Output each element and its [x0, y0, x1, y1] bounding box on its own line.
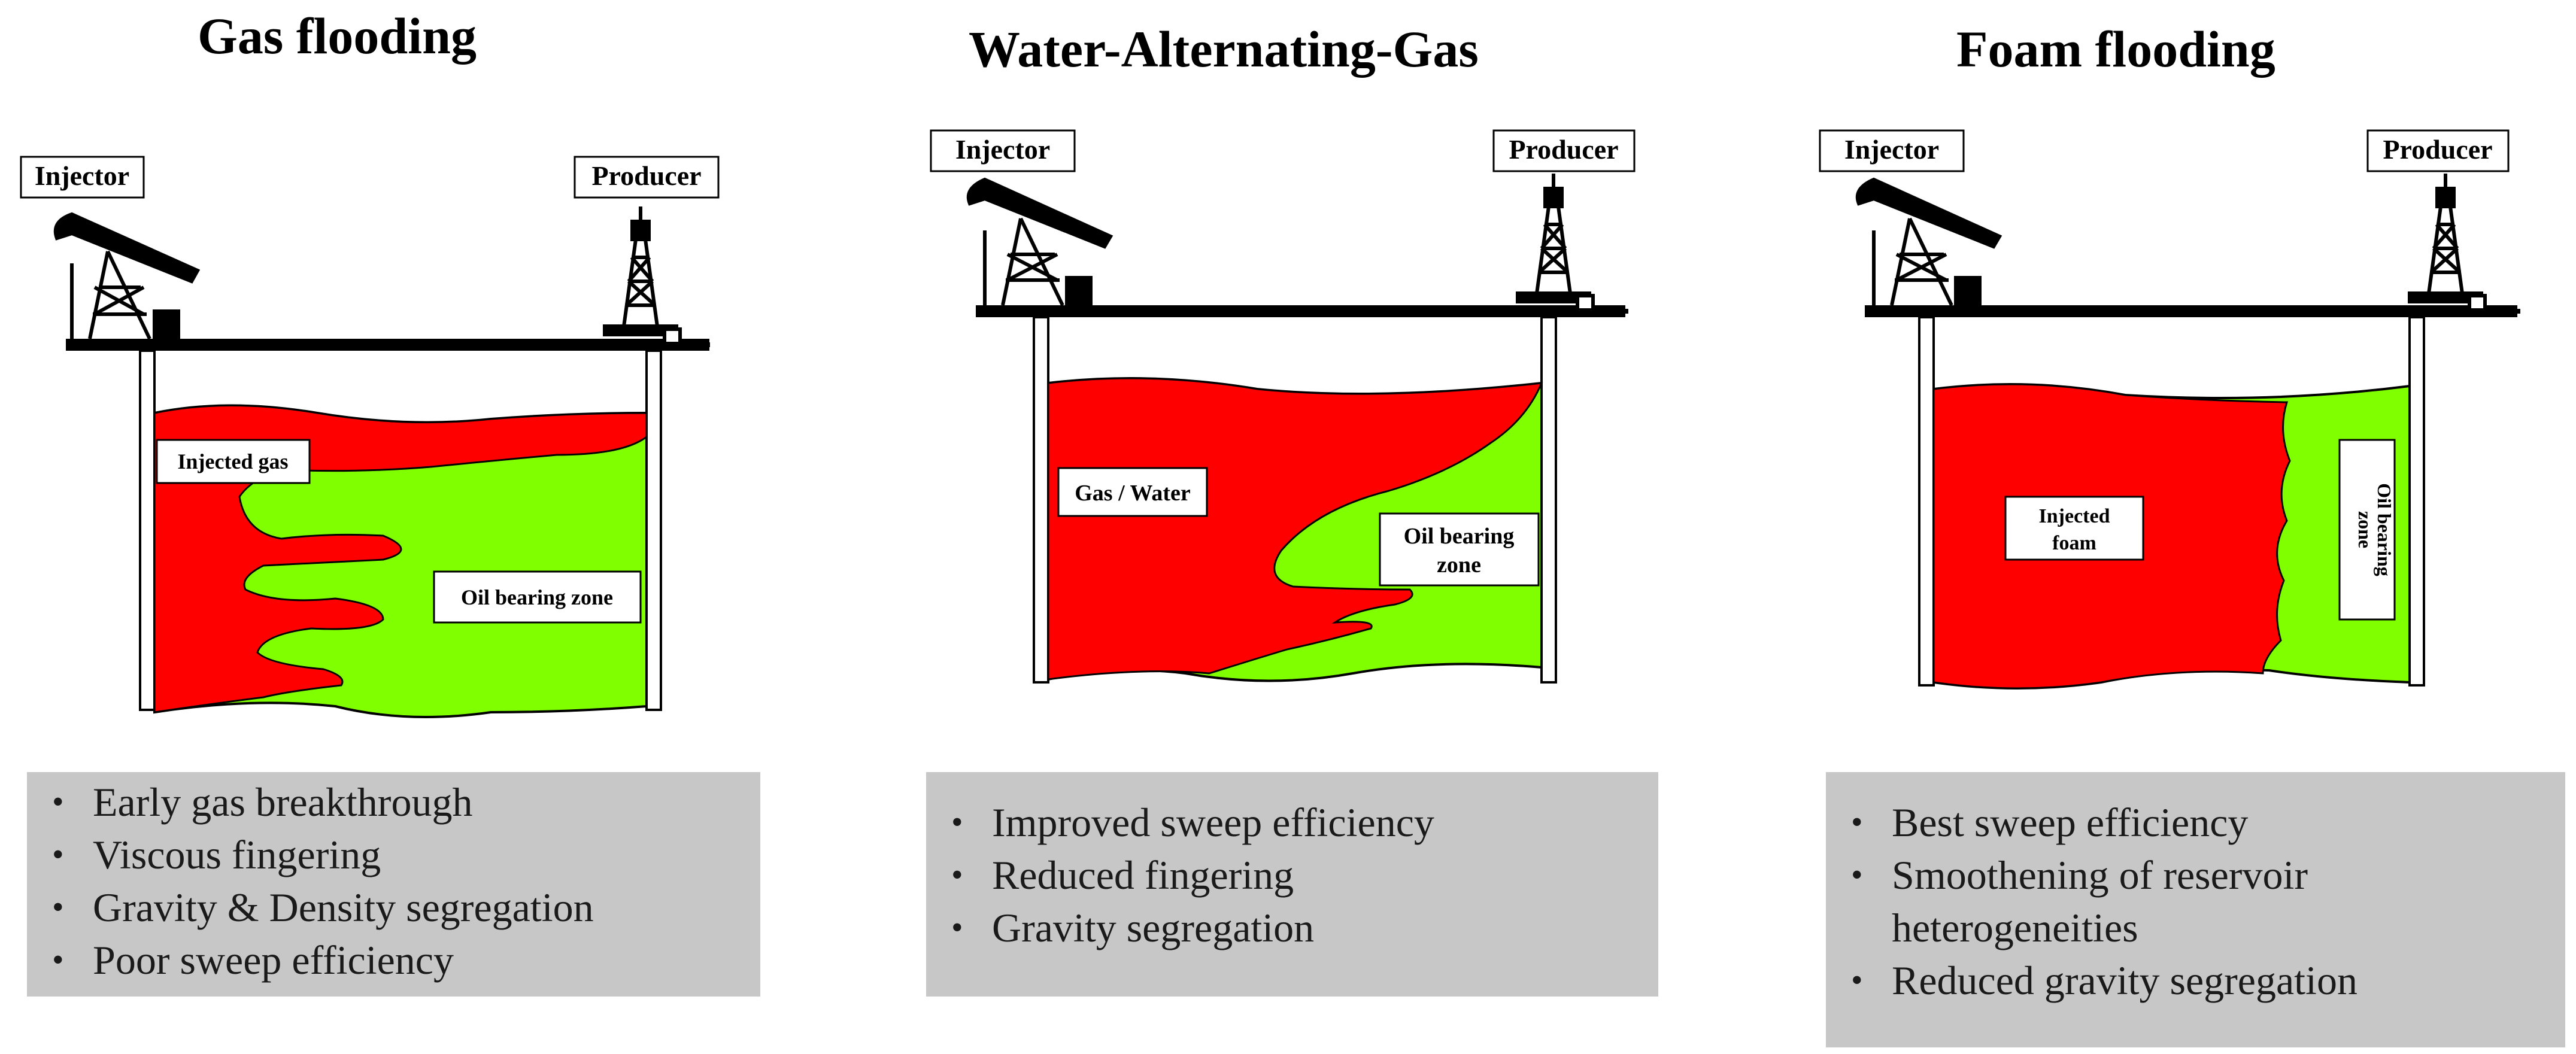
zone-label-foam: Injected foam — [2004, 496, 2144, 561]
producer-wellbore — [2408, 316, 2425, 687]
svg-text:Oil bearing zone: Oil bearing zone — [461, 585, 613, 609]
injector-label: Injector — [35, 160, 129, 191]
svg-text:Injected gas: Injected gas — [178, 449, 289, 473]
ground-surface — [976, 305, 1625, 317]
zone-label-gas-water: Gas / Water — [1057, 467, 1208, 517]
gas-water-zone — [1047, 377, 1543, 681]
injector-wellbore — [1033, 316, 1049, 684]
zone-label-oil: Oil bearing zone — [2338, 439, 2396, 621]
ground-surface — [1865, 305, 2517, 317]
svg-text:Oil bearing: Oil bearing — [2374, 483, 2395, 576]
derrick-icon — [603, 206, 682, 345]
svg-text:zone: zone — [1437, 552, 1481, 578]
ground-surface — [66, 339, 709, 351]
effect-item: Reduced fingering — [926, 849, 1658, 901]
producer-label: Producer — [591, 160, 701, 191]
svg-text:Oil bearing: Oil bearing — [1404, 524, 1515, 549]
reservoir-diagram: Injector Producer Injected foam Oil bear… — [1819, 129, 2520, 689]
ground-surface-end — [2516, 309, 2520, 314]
pumpjack-icon — [53, 212, 201, 341]
derrick-icon — [2408, 174, 2487, 312]
producer-label: Producer — [1509, 134, 1618, 165]
effect-item: Early gas breakthrough — [27, 776, 760, 828]
pumpjack-icon — [966, 177, 1113, 307]
svg-text:Injected: Injected — [2039, 505, 2110, 527]
panel-title: Gas flooding — [198, 7, 477, 65]
effect-item: Poor sweep efficiency — [27, 934, 760, 986]
injector-label: Injector — [1844, 134, 1939, 165]
injector-wellbore — [139, 350, 156, 711]
derrick-icon — [1516, 174, 1595, 312]
panel-foam-flooding: Foam flooding — [1790, 0, 2568, 1054]
injector-label-box: Injector — [20, 156, 145, 199]
producer-wellbore — [1540, 316, 1557, 684]
effects-list: Best sweep efficiency Smoothening of res… — [1826, 796, 2565, 1007]
effect-item: Viscous fingering — [27, 828, 760, 881]
panel-title: Water-Alternating-Gas — [969, 20, 1479, 78]
zone-label-oil: Oil bearing zone — [433, 570, 642, 624]
effect-item: Improved sweep efficiency — [926, 796, 1658, 849]
injector-label-box: Injector — [1819, 129, 1965, 172]
effect-item: Best sweep efficiency — [1826, 796, 2565, 849]
effects-list: Improved sweep efficiency Reduced finger… — [926, 796, 1658, 954]
pumpjack-icon — [1855, 177, 2002, 307]
ground-surface-end — [1624, 309, 1628, 314]
producer-label-box: Producer — [574, 156, 720, 199]
ground-surface-end — [705, 342, 710, 347]
effect-item: Gravity & Density segregation — [27, 881, 760, 934]
zone-label-oil: Oil bearing zone — [1379, 512, 1540, 587]
producer-label-box: Producer — [2366, 129, 2510, 172]
injector-wellbore — [1918, 316, 1935, 687]
effects-box: Best sweep efficiency Smoothening of res… — [1826, 772, 2565, 1047]
panel-title: Foam flooding — [1956, 20, 2275, 78]
effect-item: Smoothening of reservoir heterogeneities — [1826, 849, 2565, 954]
producer-wellbore — [645, 350, 662, 711]
producer-label-box: Producer — [1492, 129, 1636, 172]
injected-gas-zone — [153, 405, 648, 713]
panel-wag: Water-Alternating-Gas — [898, 0, 1676, 1054]
producer-label: Producer — [2383, 134, 2492, 165]
svg-text:zone: zone — [2354, 511, 2376, 548]
panel-gas-flooding: Gas flooding — [0, 0, 778, 1054]
reservoir-diagram: Injector Producer Injected gas Oil beari… — [20, 156, 720, 718]
zone-label-gas: Injected gas — [156, 439, 311, 484]
svg-text:Gas / Water: Gas / Water — [1075, 481, 1191, 506]
injector-label: Injector — [955, 134, 1050, 165]
effects-box: Improved sweep efficiency Reduced finger… — [926, 772, 1658, 997]
injector-label-box: Injector — [930, 129, 1076, 172]
svg-text:foam: foam — [2052, 532, 2096, 554]
effect-item: Reduced gravity segregation — [1826, 954, 2565, 1007]
effect-item: Gravity segregation — [926, 901, 1658, 954]
effects-list: Early gas breakthrough Viscous fingering… — [27, 776, 760, 986]
reservoir-diagram: Injector Producer Gas / Water Oil bearin… — [930, 129, 1636, 684]
effects-box: Early gas breakthrough Viscous fingering… — [27, 772, 760, 997]
